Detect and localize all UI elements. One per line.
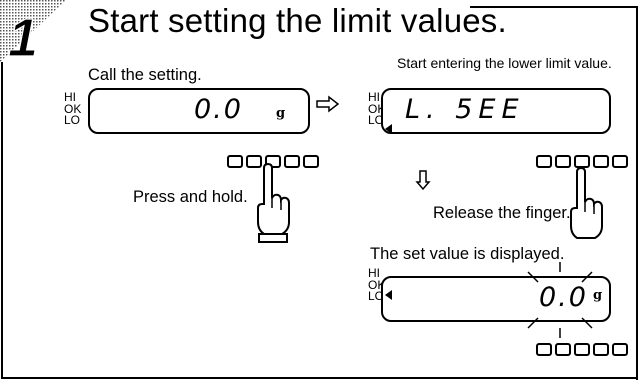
panel1-instruction: Press and hold. [133, 188, 248, 206]
key[interactable] [555, 155, 571, 168]
key[interactable] [246, 155, 262, 168]
key[interactable] [536, 155, 552, 168]
panel3-display-value: 0.0 [539, 282, 588, 313]
key[interactable] [574, 343, 590, 356]
panel2-keypad [536, 155, 628, 168]
step-number-badge: 1 [0, 0, 66, 69]
content-frame [1, 62, 637, 379]
lamp-hi: HI [64, 90, 76, 104]
lamp-hi: HI [368, 266, 380, 280]
panel2-lamps: HI OK LO [368, 90, 386, 127]
key[interactable] [303, 155, 319, 168]
panel2-caption: Start entering the lower limit value. [397, 55, 612, 71]
pointing-hand-icon [567, 166, 607, 255]
lamp-hi: HI [368, 90, 380, 104]
panel2-display: L. 5EE [381, 88, 611, 134]
step-title: Start setting the limit values. [88, 2, 507, 39]
panel1-caption: Call the setting. [88, 66, 202, 84]
key[interactable] [612, 343, 628, 356]
lamp-lo: LO [64, 113, 81, 127]
pointing-hand-icon [254, 162, 294, 249]
key[interactable] [555, 343, 571, 356]
panel3-display-unit: g [593, 288, 603, 303]
lamp-ok: OK [64, 101, 82, 116]
key[interactable] [612, 155, 628, 168]
right-arrow-icon [316, 95, 340, 117]
lamp-ok: OK [368, 277, 386, 292]
blink-rays-icon [514, 262, 606, 343]
panel3-keypad [536, 343, 628, 356]
key[interactable] [227, 155, 243, 168]
key[interactable] [536, 343, 552, 356]
key[interactable] [593, 343, 609, 356]
lower-limit-indicator-icon [385, 290, 392, 300]
panel1-display-unit: g [276, 106, 286, 121]
panel1-lamps: HI OK LO [64, 90, 82, 127]
panel3-caption: The set value is displayed. [370, 245, 565, 263]
key[interactable] [284, 155, 300, 168]
panel2-instruction: Release the finger. [433, 204, 571, 222]
key[interactable] [574, 155, 590, 168]
top-rule [470, 6, 638, 8]
panel2-display-value: L. 5EE [405, 94, 525, 125]
panel1-display-value: 0.0 [194, 94, 243, 125]
lamp-ok: OK [368, 101, 386, 116]
down-arrow-icon [415, 170, 431, 195]
panel3-display: 0.0 g [381, 276, 611, 322]
panel1-display: 0.0 g [88, 88, 310, 134]
right-rule [636, 6, 638, 380]
panel3-lamps: HI OK LO [368, 266, 386, 303]
lamp-lo: LO [368, 113, 385, 127]
lamp-lo: LO [368, 289, 385, 303]
key[interactable] [593, 155, 609, 168]
step-number: 1 [8, 8, 38, 68]
lower-limit-indicator-icon [385, 124, 392, 134]
